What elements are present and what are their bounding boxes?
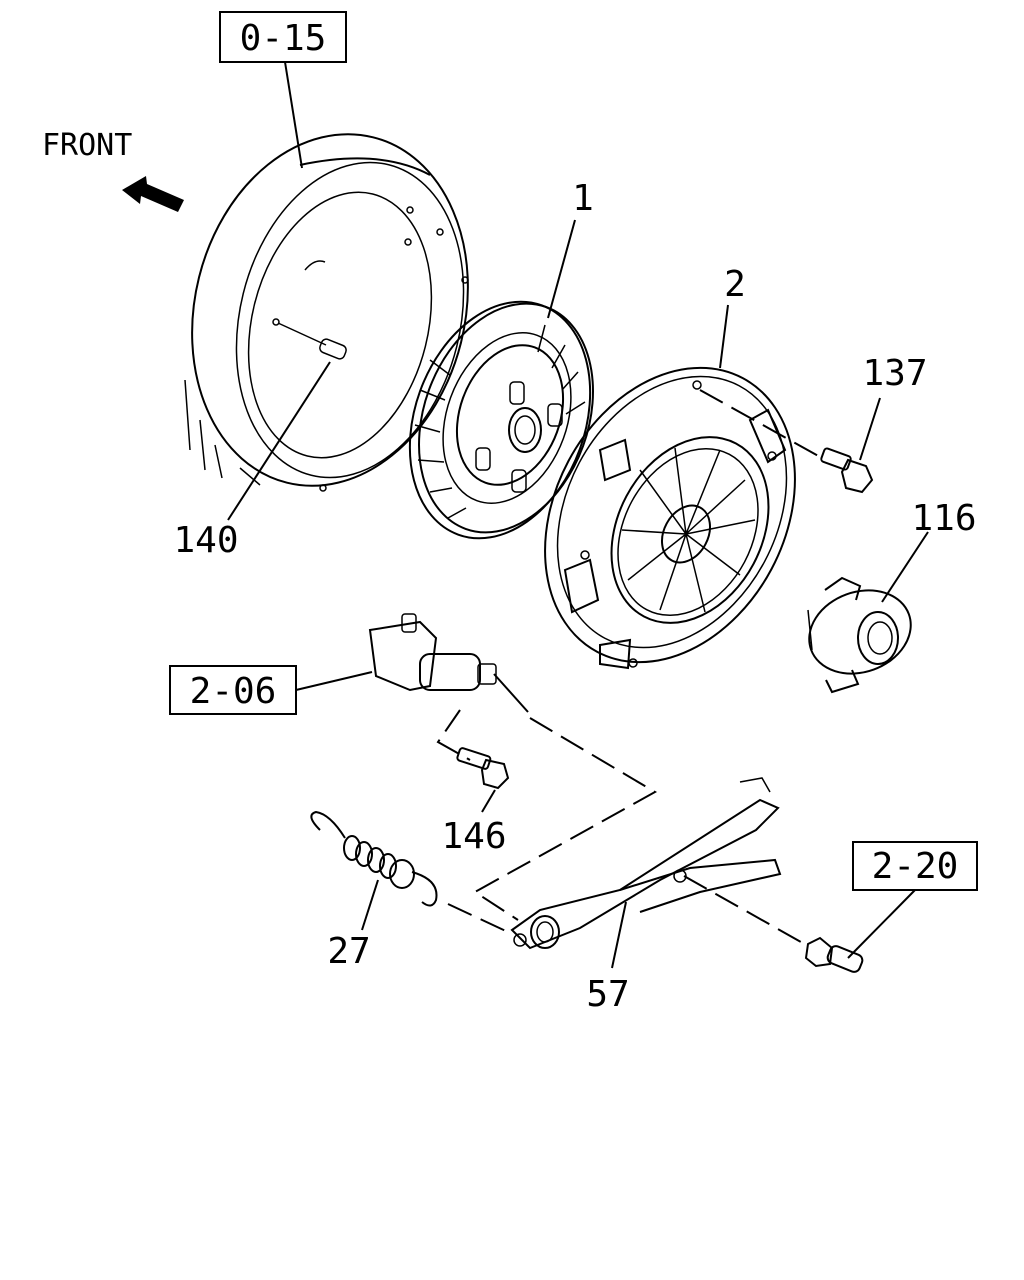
leader-140 [227, 361, 331, 521]
callout-2: 2 [724, 264, 746, 305]
leader-146 [481, 789, 496, 813]
leader-27 [361, 879, 379, 931]
leader-116 [881, 531, 929, 603]
ref-box-2-20[interactable]: 2-20 [852, 841, 978, 891]
front-label: FRONT [42, 128, 132, 163]
callout-137: 137 [862, 353, 927, 394]
callout-140: 140 [173, 520, 238, 561]
leader-2 [719, 304, 729, 369]
callout-27: 27 [327, 931, 370, 972]
callout-146: 146 [441, 816, 506, 857]
bolt-137[interactable] [699, 389, 874, 494]
ref-box-2-06[interactable]: 2-06 [169, 665, 297, 715]
leader-0-15 [284, 61, 303, 169]
callout-1: 1 [572, 178, 594, 219]
front-arrow-icon [122, 176, 184, 212]
callout-116: 116 [911, 498, 976, 539]
front-indicator: FRONT [42, 128, 184, 212]
leader-1 [547, 219, 576, 319]
release-fork[interactable] [510, 777, 782, 950]
return-spring[interactable] [310, 810, 509, 933]
pivot-stud[interactable] [683, 875, 864, 974]
leader-57 [611, 901, 627, 969]
clutch-disc[interactable] [378, 276, 623, 563]
ref-box-0-15[interactable]: 0-15 [219, 11, 347, 63]
bolt-146[interactable] [436, 709, 510, 790]
dowel-pin[interactable] [277, 322, 348, 360]
ref-label-2-20: 2-20 [872, 846, 959, 887]
ref-label-0-15: 0-15 [240, 18, 327, 59]
leader-2-06 [295, 671, 373, 691]
pressure-plate[interactable] [496, 324, 845, 706]
pushrod-path [473, 717, 658, 921]
leader-2-20 [847, 889, 916, 959]
slave-cylinder[interactable] [368, 613, 529, 713]
callout-57: 57 [586, 974, 629, 1015]
ref-label-2-06: 2-06 [190, 671, 277, 712]
flywheel[interactable] [156, 105, 504, 516]
leader-137 [859, 397, 881, 461]
release-bearing[interactable] [797, 576, 922, 694]
